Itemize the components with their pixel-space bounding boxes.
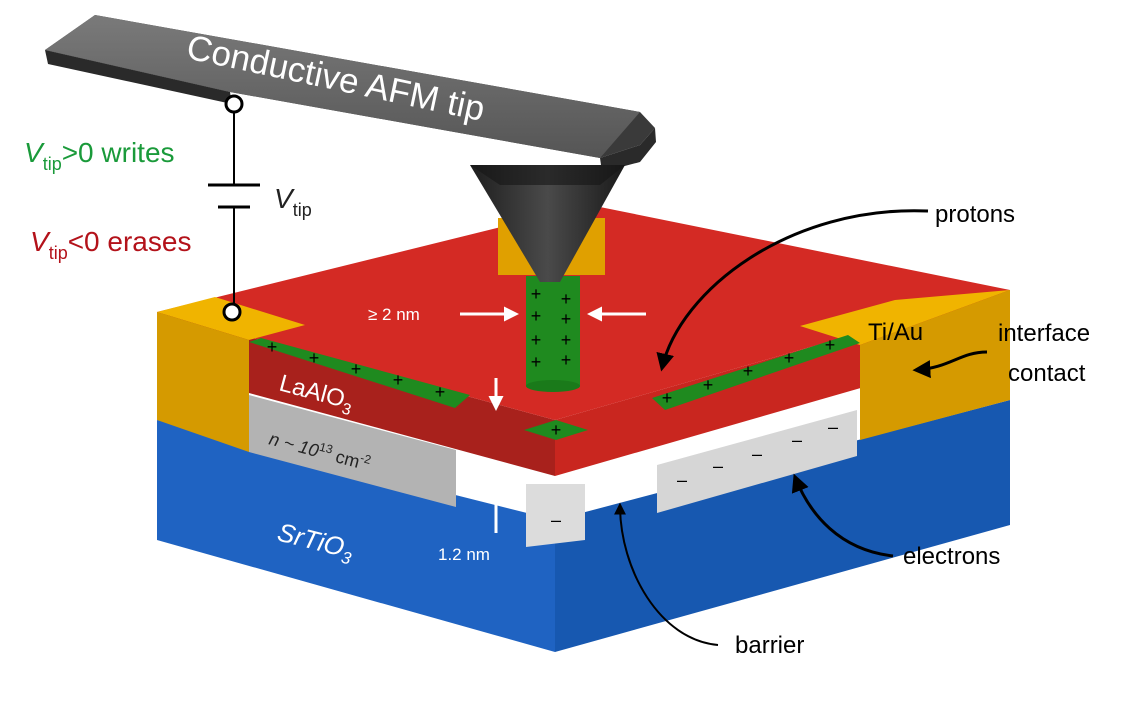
- electron-markers: – – – – – –: [551, 417, 838, 530]
- plus-sign: +: [743, 361, 754, 381]
- plus-sign: +: [784, 348, 795, 368]
- protons-label: protons: [935, 201, 1015, 228]
- tiau-label: Ti/Au: [868, 319, 923, 346]
- electrons-arrow: [791, 473, 894, 558]
- erase-condition-label: Vtip<0 erases: [30, 226, 191, 263]
- minus-sign: –: [551, 510, 561, 530]
- interface-contact-label-2: contact: [1008, 360, 1086, 387]
- minus-sign: –: [828, 417, 838, 437]
- barrier-arrow: [614, 502, 719, 646]
- substrate-left-face: [157, 420, 555, 652]
- plus-sign: +: [561, 289, 572, 309]
- plus-sign: +: [561, 309, 572, 329]
- vtip-label: Vtip: [274, 183, 312, 220]
- plus-sign: +: [561, 350, 572, 370]
- plus-sign: +: [531, 306, 542, 326]
- plus-sign: +: [531, 352, 542, 372]
- callout-arrows: [614, 209, 988, 646]
- plus-sign: +: [309, 348, 320, 368]
- plus-sign: +: [393, 370, 404, 390]
- interface-contact-arrow: [912, 350, 988, 379]
- afm-tip-pyramid: [470, 165, 625, 282]
- minus-sign: –: [713, 456, 723, 476]
- minus-sign: –: [792, 430, 802, 450]
- plus-sign: +: [703, 375, 714, 395]
- right-contact: [800, 290, 1010, 440]
- plus-sign: +: [531, 284, 542, 304]
- right-written-line: [652, 335, 860, 410]
- center-dot: [524, 420, 588, 440]
- plus-sign: +: [351, 359, 362, 379]
- minus-sign: –: [752, 444, 762, 464]
- plus-sign: +: [551, 420, 562, 440]
- protons-arrow: [656, 209, 929, 372]
- voltage-circuit: [208, 94, 260, 322]
- srtio3-substrate: [157, 400, 1010, 652]
- barrier-label: barrier: [735, 632, 804, 659]
- plus-sign: +: [531, 330, 542, 350]
- left-written-line: [249, 338, 470, 408]
- width-label: ≥ 2 nm: [368, 305, 420, 324]
- left-2deg-layer: [249, 395, 456, 507]
- plus-sign: +: [662, 388, 673, 408]
- thickness-label: 1.2 nm: [438, 545, 490, 564]
- minus-sign: –: [677, 470, 687, 490]
- laalo3-top-face: [157, 205, 1010, 420]
- interface-contact-label-1: interface: [998, 320, 1090, 347]
- plus-sign: +: [435, 382, 446, 402]
- barrier-channel: [526, 484, 585, 547]
- laalo3-left-face: [157, 312, 555, 476]
- electrons-label: electrons: [903, 543, 1000, 570]
- circuit-node-bottom: [222, 302, 242, 322]
- afm-cantilever: [45, 15, 656, 172]
- substrate-right-face: [555, 400, 1010, 652]
- vertical-nanowire: [526, 276, 580, 392]
- circuit-node-top: [224, 94, 244, 114]
- plus-sign: +: [561, 330, 572, 350]
- proton-markers: + + + + + + + + + + + + + + + + + + +: [267, 284, 836, 440]
- plus-sign: +: [825, 335, 836, 355]
- right-2deg-layer: [657, 410, 857, 513]
- write-condition-label: Vtip>0 writes: [24, 137, 175, 174]
- plus-sign: +: [267, 337, 278, 357]
